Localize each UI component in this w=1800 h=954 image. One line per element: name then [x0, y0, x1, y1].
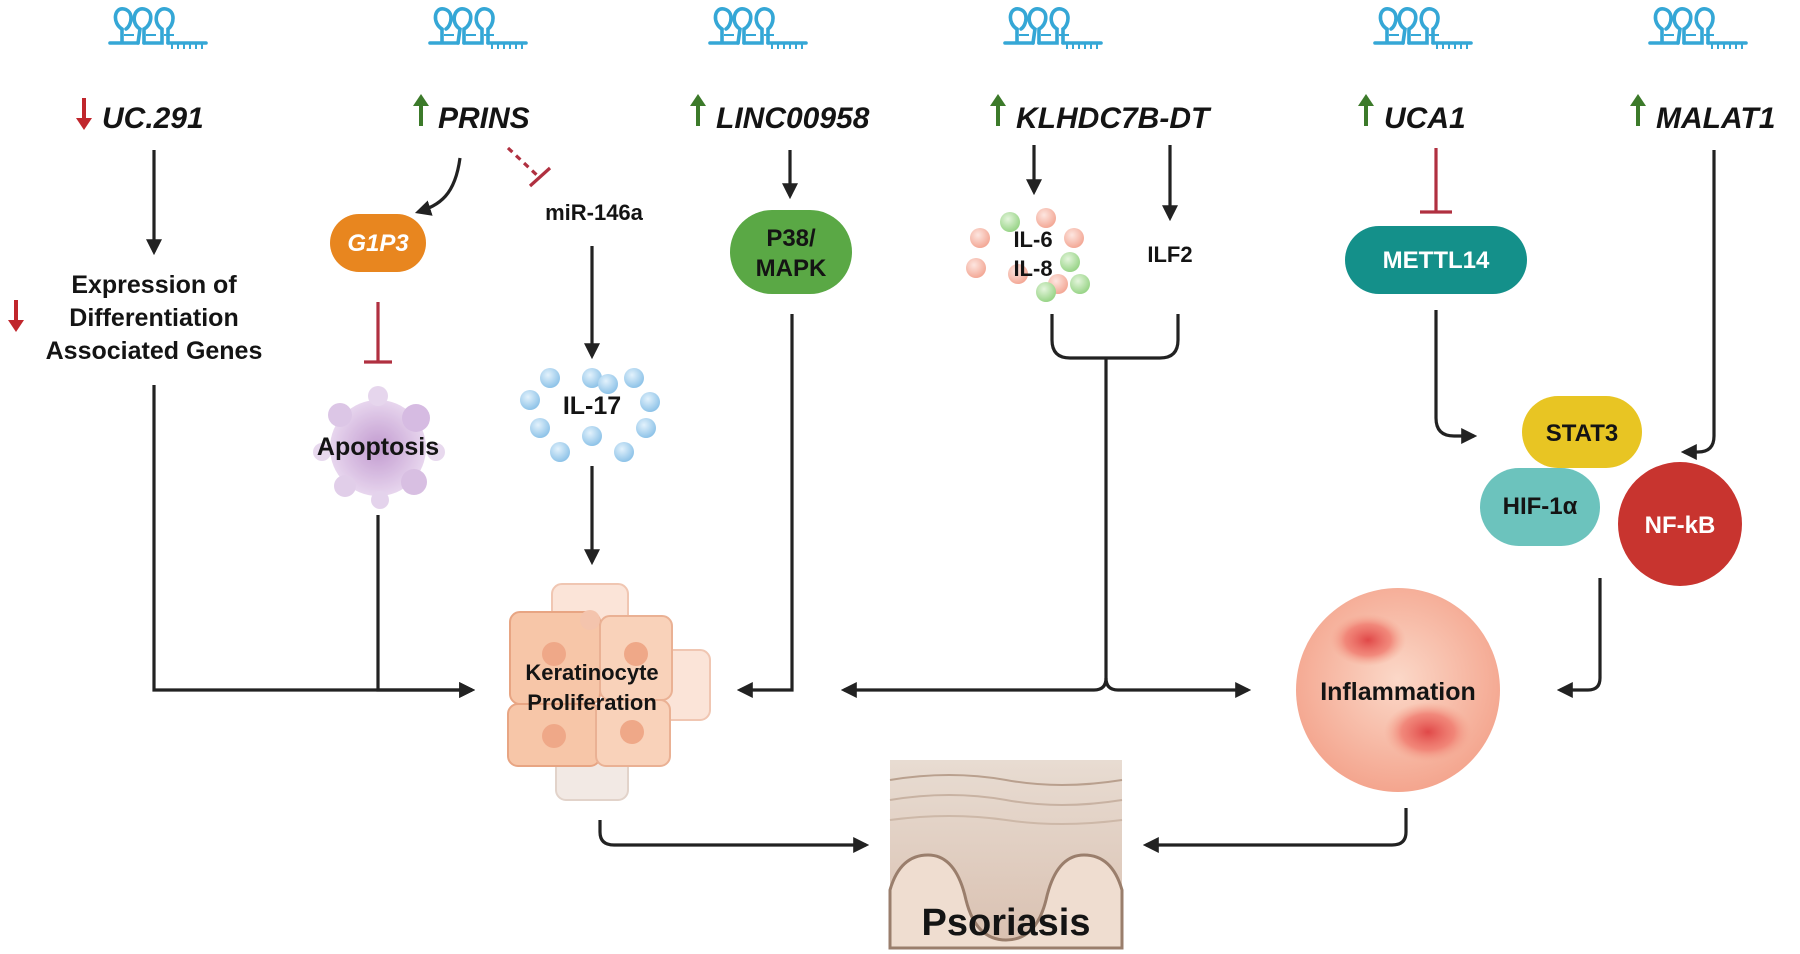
arrow-p38-to-keratinocyte: [736, 314, 794, 698]
rna-hairpin-icon-linc00958: [708, 7, 808, 51]
keratinocyte-label-line1: Keratinocyte: [525, 660, 658, 685]
arrow-inflammation-to-psoriasis: [1142, 808, 1408, 853]
p38-mapk-pill: [730, 210, 852, 294]
psoriasis-skin-icon: [888, 760, 1124, 950]
bracket-il6-ilf2: [1050, 314, 1180, 360]
stat3-pill: [1522, 396, 1642, 468]
hif1a-pill: [1480, 468, 1600, 546]
arrow-prins-to-g1p3: [414, 157, 462, 216]
stat3-label: STAT3: [1546, 420, 1618, 447]
il17-label: IL-17: [563, 392, 621, 420]
lncrna-label-malat1: MALAT1: [1656, 102, 1775, 135]
arrow-apoptosis-to-keratinocyte: [376, 515, 476, 698]
g1p3-pill: [330, 214, 426, 272]
apoptosis-label: Apoptosis: [317, 433, 439, 461]
up-arrow-icon-prins: [411, 92, 431, 128]
nfkb-label: NF-kB: [1645, 512, 1716, 539]
expression-label-line2: Differentiation: [69, 304, 238, 332]
arrow-klhdc7b-to-inflammation: [1104, 677, 1252, 698]
inhibit-prins-mir146a-bar: [528, 166, 552, 188]
arrow-malat1-to-nfkb: [1680, 150, 1716, 460]
rna-hairpin-icon-klhdc7b: [1003, 7, 1103, 51]
rna-hairpin-icon-prins: [428, 7, 528, 51]
rna-hairpin-icon-uca1: [1373, 7, 1473, 51]
expression-label-line1: Expression of: [71, 271, 237, 299]
up-arrow-icon-linc00958: [688, 92, 708, 128]
g1p3-label: G1P3: [347, 230, 409, 257]
inhibit-prins-mir146a-dashed: [506, 146, 542, 180]
nfkb-circle: [1618, 462, 1742, 586]
arrow-mettl14-to-stat3: [1434, 310, 1478, 444]
down-arrow-icon-expression: [6, 298, 26, 334]
inhibit-g1p3-apoptosis: [364, 302, 392, 364]
lncrna-label-prins: PRINS: [438, 102, 530, 135]
inhibit-uca1-mettl14: [1420, 148, 1452, 214]
il8-label: IL-8: [1013, 256, 1052, 281]
rna-hairpin-icon-uc291: [108, 7, 208, 51]
keratinocyte-cell-cluster-icon: [507, 583, 711, 801]
keratinocyte-label-line2: Proliferation: [527, 690, 657, 715]
arrow-keratinocyte-to-psoriasis: [598, 820, 870, 853]
mettl14-label: METTL14: [1383, 247, 1490, 274]
arrow-expression-to-keratinocyte: [152, 385, 476, 698]
up-arrow-icon-malat1: [1628, 92, 1648, 128]
psoriasis-label: Psoriasis: [922, 902, 1091, 944]
up-arrow-icon-klhdc7b: [988, 92, 1008, 128]
up-arrow-icon-uca1: [1356, 92, 1376, 128]
lncrna-label-uc291: UC.291: [102, 102, 204, 135]
hif1a-label: HIF-1α: [1503, 493, 1578, 520]
down-arrow-icon-uc291: [74, 96, 94, 132]
il6-il8-cytokine-cluster-icon: [966, 208, 1090, 302]
arrow-klhdc7b-to-keratinocyte: [840, 358, 1108, 698]
arrow-factors-to-inflammation: [1556, 578, 1602, 698]
il6-label: IL-6: [1013, 227, 1052, 252]
apoptosis-cell-icon: [313, 386, 445, 509]
inflammation-lesion-lower: [1384, 702, 1472, 762]
lncrna-label-linc00958: LINC00958: [716, 102, 870, 135]
rna-hairpin-icon-malat1: [1648, 7, 1748, 51]
p38-label-line1: P38/: [766, 225, 816, 252]
il17-cytokine-cluster-icon: [520, 368, 660, 462]
ilf2-label: ILF2: [1147, 242, 1192, 267]
mettl14-pill: [1345, 226, 1527, 294]
inflammation-lesion-upper: [1330, 614, 1406, 666]
lncrna-label-klhdc7b: KLHDC7B-DT: [1016, 102, 1212, 135]
lncrna-label-uca1: UCA1: [1384, 102, 1466, 135]
expression-label-line3: Associated Genes: [46, 337, 263, 365]
inflammation-label: Inflammation: [1320, 678, 1476, 706]
mir146a-label: miR-146a: [545, 200, 644, 225]
p38-label-line2: MAPK: [756, 255, 827, 282]
